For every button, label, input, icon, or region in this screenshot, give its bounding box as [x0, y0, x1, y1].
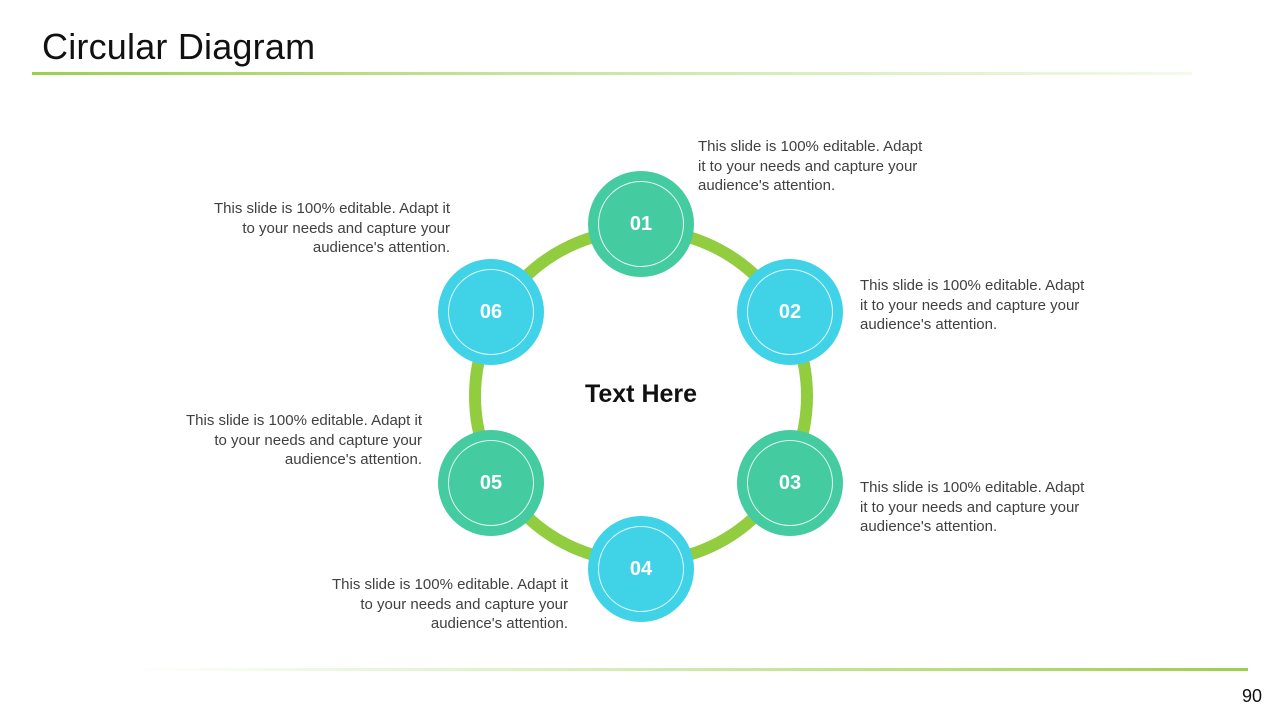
- description-01: This slide is 100% editable. Adapt it to…: [698, 137, 948, 196]
- node-label: 05: [448, 440, 534, 526]
- description-line: This slide is 100% editable. Adapt it: [332, 576, 568, 593]
- node-06: 06: [438, 259, 544, 365]
- description-line: it to your needs and capture your: [698, 157, 918, 175]
- description-line: to your needs and capture your: [360, 595, 568, 613]
- center-text: Text Here: [584, 380, 698, 408]
- description-06: This slide is 100% editable. Adapt it to…: [200, 199, 450, 258]
- description-line: This slide is 100% editable. Adapt: [860, 277, 1085, 294]
- node-label: 02: [747, 269, 833, 355]
- description-line: This slide is 100% editable. Adapt it: [214, 200, 450, 217]
- description-line: to your needs and capture your: [242, 219, 450, 237]
- page-number: 90: [1241, 686, 1262, 706]
- node-02: 02: [737, 259, 843, 365]
- title-underline: [32, 72, 1192, 75]
- description-line: it to your needs and capture your: [860, 498, 1080, 516]
- description-03: This slide is 100% editable. Adapt it to…: [860, 478, 1110, 537]
- slide-title: Circular Diagram: [42, 26, 316, 67]
- node-label: 03: [747, 440, 833, 526]
- description-line: audience's attention.: [430, 615, 568, 632]
- node-label: 01: [598, 181, 684, 267]
- description-line: to your needs and capture your: [214, 431, 422, 449]
- node-01: 01: [588, 171, 694, 277]
- description-line: audience's attention.: [312, 239, 450, 256]
- description-line: audience's attention.: [860, 518, 998, 535]
- footer-line: [130, 668, 1248, 671]
- description-line: This slide is 100% editable. Adapt it: [186, 412, 422, 429]
- description-line: audience's attention.: [698, 177, 836, 194]
- description-05: This slide is 100% editable. Adapt it to…: [172, 411, 422, 470]
- node-04: 04: [588, 516, 694, 622]
- node-label: 06: [448, 269, 534, 355]
- description-line: This slide is 100% editable. Adapt: [860, 479, 1085, 496]
- node-03: 03: [737, 430, 843, 536]
- node-label: 04: [598, 526, 684, 612]
- description-04: This slide is 100% editable. Adapt it to…: [318, 575, 568, 634]
- description-line: audience's attention.: [284, 451, 422, 468]
- node-05: 05: [438, 430, 544, 536]
- description-line: This slide is 100% editable. Adapt: [698, 138, 923, 155]
- description-line: audience's attention.: [860, 316, 998, 333]
- description-02: This slide is 100% editable. Adapt it to…: [860, 276, 1110, 335]
- description-line: it to your needs and capture your: [860, 296, 1080, 314]
